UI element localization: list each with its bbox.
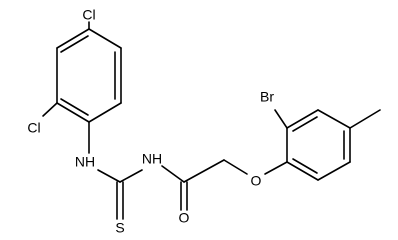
bond-methyl xyxy=(349,109,381,129)
bond-ch2-o xyxy=(223,159,248,175)
bond-o-aryl xyxy=(264,161,288,175)
bond-ring2-b-inner xyxy=(292,116,318,132)
bond-ring1-c xyxy=(88,102,122,123)
atom-label-layer: Cl Cl NH NH S O O Br xyxy=(27,7,274,236)
bond-br xyxy=(274,109,288,129)
atom-s: S xyxy=(115,220,124,236)
bond-ring2-e xyxy=(317,161,351,181)
bond-thio-nh xyxy=(119,169,143,183)
atom-cl-top: Cl xyxy=(82,7,95,23)
bond-cl-left xyxy=(42,102,58,117)
atom-o-ether: O xyxy=(251,173,262,189)
bond-ring2-b xyxy=(286,109,319,129)
bond-ring1-d-inner xyxy=(60,98,89,116)
bond-ring1-f-inner xyxy=(60,35,89,53)
atom-nh-right: NH xyxy=(142,151,162,167)
bond-ring1-d xyxy=(56,102,90,123)
bond-ring2-f-inner xyxy=(292,158,318,174)
bond-nh-thio xyxy=(97,169,121,183)
bond-carbonyl-ch2 xyxy=(183,159,225,183)
bond-ring1-f xyxy=(56,28,90,49)
bond-ring1-a xyxy=(88,28,122,49)
bond-ring2-f xyxy=(286,161,319,181)
atom-br: Br xyxy=(260,89,274,105)
bond-ring2-c xyxy=(317,109,351,129)
atom-nh-left: NH xyxy=(75,154,95,170)
bond-nh-carbonyl xyxy=(161,165,185,183)
atom-o-carbonyl: O xyxy=(179,210,190,226)
atom-cl-left: Cl xyxy=(27,120,40,136)
bond-layer xyxy=(42,21,381,220)
